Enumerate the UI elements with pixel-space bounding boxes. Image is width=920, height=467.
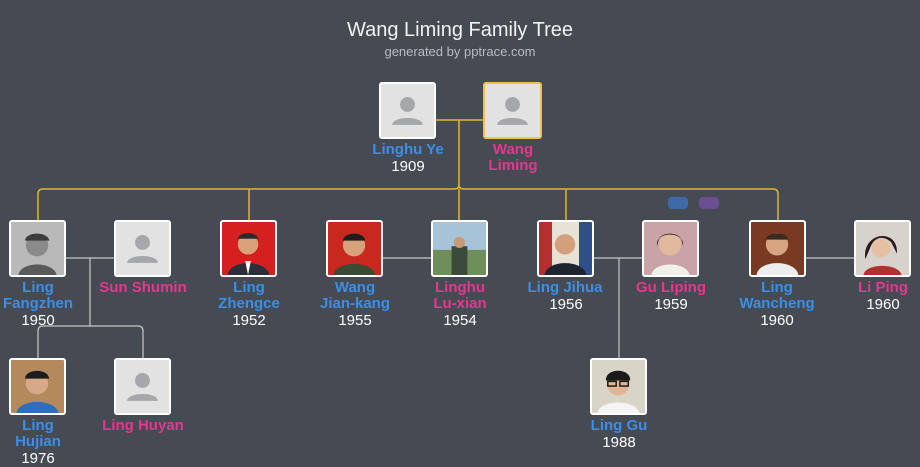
ling-wancheng-photo[interactable] <box>749 220 806 277</box>
portrait-photo <box>856 222 909 275</box>
page-title: Wang Liming Family Tree <box>347 19 573 41</box>
page-subtitle: generated by pptrace.com <box>384 44 536 59</box>
ling-fangzhen-year: 1950 <box>21 312 55 329</box>
li-ping-name[interactable]: Li Ping <box>858 279 908 296</box>
connector-pill <box>699 197 719 209</box>
ling-huyan-photo[interactable] <box>114 358 171 415</box>
avatar-placeholder-icon <box>116 222 169 275</box>
avatar-placeholder-icon <box>381 84 434 137</box>
linghu-luxian-photo[interactable] <box>431 220 488 277</box>
ling-hujian-name[interactable]: Ling Hujian <box>15 417 61 450</box>
ling-jihua-name[interactable]: Ling Jihua <box>527 279 603 296</box>
portrait-photo <box>11 360 64 413</box>
wang-liming-photo[interactable] <box>483 82 542 139</box>
avatar-placeholder-icon <box>486 84 539 137</box>
portrait-photo <box>751 222 804 275</box>
sun-shumin-name[interactable]: Sun Shumin <box>99 279 187 296</box>
avatar-placeholder-icon <box>116 360 169 413</box>
linghu-ye-year: 1909 <box>391 158 425 175</box>
ling-fangzhen-name[interactable]: Ling Fangzhen <box>3 279 73 312</box>
linghu-ye-name[interactable]: Linghu Ye <box>372 141 444 158</box>
linghu-luxian-name[interactable]: Linghu Lu-xian <box>433 279 487 312</box>
ling-wancheng-name[interactable]: Ling Wancheng <box>739 279 815 312</box>
linghu-ye-photo[interactable] <box>379 82 436 139</box>
portrait-photo <box>433 222 486 275</box>
portrait-photo <box>222 222 275 275</box>
portrait-photo <box>539 222 592 275</box>
ling-jihua-year: 1956 <box>549 296 583 313</box>
gu-liping-photo[interactable] <box>642 220 699 277</box>
wang-jiankang-name[interactable]: Wang Jian-kang <box>319 279 391 312</box>
portrait-photo <box>644 222 697 275</box>
connector-pill <box>668 197 688 209</box>
ling-fangzhen-photo[interactable] <box>9 220 66 277</box>
ling-gu-year: 1988 <box>602 434 636 451</box>
ling-zhengce-photo[interactable] <box>220 220 277 277</box>
ling-wancheng-year: 1960 <box>760 312 794 329</box>
ling-hujian-photo[interactable] <box>9 358 66 415</box>
ling-gu-name[interactable]: Ling Gu <box>590 417 648 434</box>
gu-liping-year: 1959 <box>654 296 688 313</box>
gu-liping-name[interactable]: Gu Liping <box>636 279 706 296</box>
ling-huyan-name[interactable]: Ling Huyan <box>102 417 184 434</box>
ling-zhengce-year: 1952 <box>232 312 266 329</box>
sun-shumin-photo[interactable] <box>114 220 171 277</box>
li-ping-year: 1960 <box>866 296 900 313</box>
portrait-photo <box>11 222 64 275</box>
li-ping-photo[interactable] <box>854 220 911 277</box>
wang-liming-name[interactable]: Wang Liming <box>488 141 538 174</box>
ling-zhengce-name[interactable]: Ling Zhengce <box>218 279 280 312</box>
wang-jiankang-photo[interactable] <box>326 220 383 277</box>
portrait-photo <box>328 222 381 275</box>
ling-hujian-year: 1976 <box>21 450 55 467</box>
wang-jiankang-year: 1955 <box>338 312 372 329</box>
portrait-photo <box>592 360 645 413</box>
linghu-luxian-year: 1954 <box>443 312 477 329</box>
ling-jihua-photo[interactable] <box>537 220 594 277</box>
ling-gu-photo[interactable] <box>590 358 647 415</box>
